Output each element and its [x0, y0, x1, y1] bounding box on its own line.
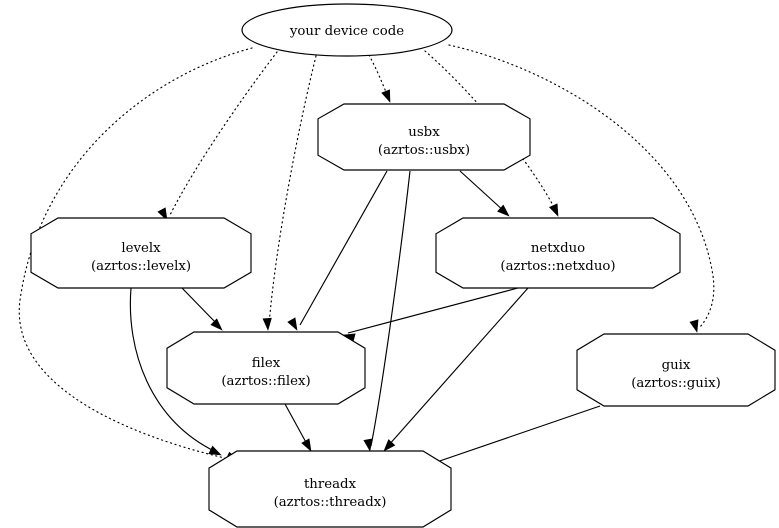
edge-line-usbx-netxduo — [459, 170, 506, 213]
node-levelx[interactable]: levelx(azrtos::levelx) — [30, 217, 252, 289]
node-namespace-levelx: (azrtos::levelx) — [91, 259, 191, 274]
arrowhead-usbx-netxduo — [497, 204, 510, 217]
node-label-filex: filex — [252, 356, 281, 371]
arrowhead-filex-threadx — [301, 438, 312, 452]
arrowhead-device-levelx — [157, 207, 168, 221]
node-label-netxduo: netxduo — [531, 241, 585, 256]
node-guix[interactable]: guix(azrtos::guix) — [576, 333, 776, 407]
node-device[interactable]: your device code — [241, 3, 453, 57]
edge-device-guix — [448, 44, 715, 333]
node-shape-device[interactable] — [241, 3, 453, 57]
node-shape-netxduo[interactable] — [435, 217, 681, 289]
node-shape-guix[interactable] — [576, 333, 776, 407]
arrowhead-device-filex — [262, 317, 272, 331]
nodes-layer: your device codeusbx(azrtos::usbx)levelx… — [30, 3, 776, 528]
arrowhead-usbx-filex — [287, 317, 298, 331]
arrowhead-device-guix — [689, 319, 699, 333]
node-label-device: your device code — [289, 24, 404, 39]
node-shape-threadx[interactable] — [208, 450, 452, 528]
edge-levelx-filex — [181, 287, 223, 331]
edge-usbx-threadx — [363, 170, 411, 452]
arrowhead-device-netxduo — [548, 203, 559, 217]
node-usbx[interactable]: usbx(azrtos::usbx) — [317, 103, 531, 171]
edge-device-usbx — [368, 54, 391, 103]
edge-line-device-threadx — [18, 47, 253, 462]
edge-device-filex — [262, 55, 317, 331]
edge-line-levelx-filex — [181, 287, 219, 326]
edge-line-netxduo-filex — [347, 287, 519, 334]
edge-line-usbx-filex — [299, 170, 388, 326]
edge-levelx-threadx — [129, 287, 222, 456]
arrowhead-levelx-threadx — [208, 445, 222, 456]
node-shape-usbx[interactable] — [317, 103, 531, 171]
node-label-guix: guix — [662, 358, 691, 373]
edge-line-usbx-threadx — [370, 170, 411, 447]
node-namespace-netxduo: (azrtos::netxduo) — [500, 259, 615, 274]
edge-line-device-filex — [268, 55, 317, 326]
node-shape-levelx[interactable] — [30, 217, 252, 289]
edge-line-filex-threadx — [284, 403, 309, 447]
node-namespace-guix: (azrtos::guix) — [631, 376, 721, 391]
edge-line-device-guix — [448, 44, 715, 328]
arrowhead-usbx-threadx — [363, 438, 373, 452]
arrowhead-netxduo-threadx — [383, 439, 396, 452]
edges-layer — [18, 44, 715, 476]
edge-netxduo-threadx — [383, 287, 529, 452]
node-namespace-usbx: (azrtos::usbx) — [378, 143, 470, 158]
node-shape-filex[interactable] — [166, 331, 366, 405]
edge-usbx-netxduo — [459, 170, 510, 217]
node-filex[interactable]: filex(azrtos::filex) — [166, 331, 366, 405]
node-label-levelx: levelx — [121, 241, 161, 256]
arrowhead-levelx-filex — [210, 318, 223, 331]
edge-device-levelx — [157, 51, 278, 221]
arrowhead-device-usbx — [381, 89, 391, 103]
node-threadx[interactable]: threadx(azrtos::threadx) — [208, 450, 452, 528]
node-label-usbx: usbx — [408, 125, 440, 140]
edge-line-device-levelx — [169, 51, 278, 216]
edge-line-guix-threadx — [427, 405, 601, 466]
node-namespace-threadx: (azrtos::threadx) — [274, 495, 387, 510]
edge-line-levelx-threadx — [129, 287, 217, 453]
node-netxduo[interactable]: netxduo(azrtos::netxduo) — [435, 217, 681, 289]
edge-line-netxduo-threadx — [387, 287, 529, 447]
node-label-threadx: threadx — [304, 477, 357, 492]
node-namespace-filex: (azrtos::filex) — [221, 374, 310, 389]
edge-filex-threadx — [284, 403, 312, 452]
edge-usbx-filex — [287, 170, 388, 331]
